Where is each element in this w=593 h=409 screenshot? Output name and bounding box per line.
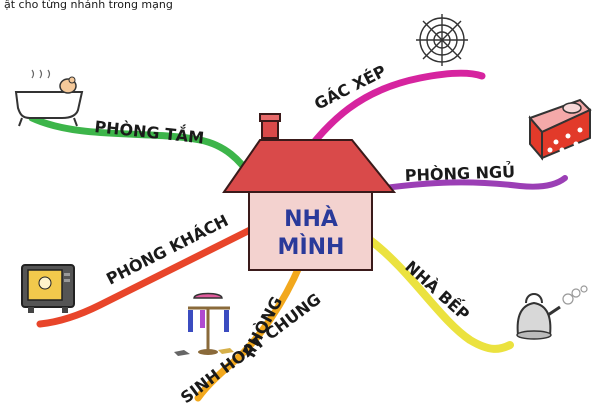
branch-phong-tam bbox=[28, 114, 256, 182]
label-phong-ngu: PHÒNG NGỦ bbox=[404, 160, 515, 185]
branch-gac-xep bbox=[296, 69, 486, 164]
house-chimney bbox=[261, 119, 279, 139]
house-roof bbox=[222, 139, 397, 193]
branch-nha-bep bbox=[366, 236, 514, 353]
house: NHÀ MÌNH bbox=[222, 113, 397, 271]
branch-phong-ngu bbox=[382, 175, 568, 191]
bathtub-icon bbox=[14, 69, 84, 127]
house-title-line2: MÌNH bbox=[278, 234, 345, 260]
label-phong-tam: PHÒNG TẮM bbox=[94, 115, 206, 147]
clothes-rack-icon bbox=[174, 292, 234, 356]
bed-icon bbox=[528, 98, 592, 161]
branch-phong-khach bbox=[36, 220, 266, 328]
top-caption: ật cho từng nhánh trong mạng bbox=[4, 0, 173, 11]
kettle-icon bbox=[516, 285, 588, 340]
branch-phong-sinh-hoat-chung bbox=[194, 261, 304, 402]
television-icon bbox=[21, 264, 75, 313]
house-title-line1: NHÀ bbox=[284, 206, 338, 232]
spider-web-icon bbox=[416, 14, 468, 66]
